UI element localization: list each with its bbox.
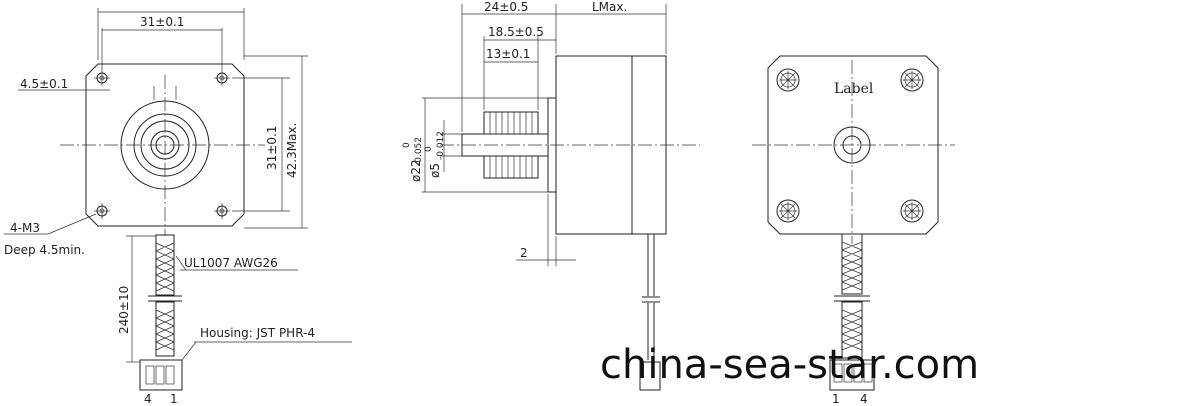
front-pin-left: 4 (144, 392, 152, 406)
housing-spec: Housing: JST PHR-4 (200, 326, 315, 340)
back-body-outline (767, 55, 939, 235)
front-connector (139, 359, 183, 391)
back-screw (776, 199, 800, 223)
dia-boss-tol-upper: 0 (402, 142, 412, 148)
front-boss-ring-2 (140, 120, 190, 170)
back-pin-left: 1 (832, 392, 840, 406)
front-mount-hole (94, 70, 110, 86)
dim-gear-length: 13±0.1 (486, 47, 530, 61)
front-mount-hole (214, 70, 230, 86)
back-view: Label (752, 55, 955, 406)
back-boss (833, 126, 871, 164)
dim-hole-offset: 4.5±0.1 (20, 77, 68, 91)
back-screw (776, 68, 800, 92)
dim-hole-spacing-side: 31±0.1 (265, 126, 279, 170)
dia-shaft-tol-upper: 0 (424, 146, 434, 152)
dim-hole-spacing-top: 31±0.1 (140, 15, 184, 29)
front-pin-right: 1 (170, 392, 178, 406)
front-shaft-outer (150, 130, 180, 160)
dim-body-length: LMax. (592, 0, 627, 14)
side-view: 24±0.5 LMax. 18.5±0.5 13±0.1 ø22 0 -0.05… (402, 0, 700, 391)
back-screw (900, 68, 924, 92)
front-mount-hole (214, 203, 230, 219)
back-cable (834, 233, 870, 359)
wire-spec: UL1007 AWG26 (184, 256, 278, 270)
front-cable (148, 234, 182, 357)
back-connector (829, 359, 875, 391)
front-boss-outer (120, 100, 210, 190)
dia-boss: ø22 (409, 159, 423, 182)
watermark: china-sea-star.com (600, 342, 979, 388)
screw-spec: 4-M3 (10, 221, 40, 235)
dia-shaft: ø5 (428, 163, 442, 178)
back-shaft-hole (842, 135, 862, 155)
front-body-outline (85, 63, 245, 227)
dia-boss-tol-lower: -0.052 (414, 137, 424, 166)
front-boss-ring (133, 113, 197, 177)
back-pin-right: 4 (860, 392, 868, 406)
dia-shaft-tol-lower: -0.012 (436, 131, 446, 160)
front-mount-hole (94, 203, 110, 219)
front-view: 31±0.1 4.5±0.1 31±0.1 42.3Max. 4-M3 Deep… (4, 8, 352, 406)
lead-length: 240±10 (117, 286, 131, 334)
side-cable (639, 234, 661, 391)
dim-flange: 2 (520, 246, 528, 260)
back-label: Label (834, 81, 874, 97)
back-screw (900, 199, 924, 223)
side-gear (483, 111, 539, 179)
dim-body-max: 42.3Max. (285, 123, 299, 178)
dim-shaft-mid: 18.5±0.5 (488, 25, 544, 39)
screw-depth: Deep 4.5min. (4, 243, 85, 257)
front-shaft (155, 135, 175, 155)
dim-shaft-total: 24±0.5 (484, 0, 528, 14)
